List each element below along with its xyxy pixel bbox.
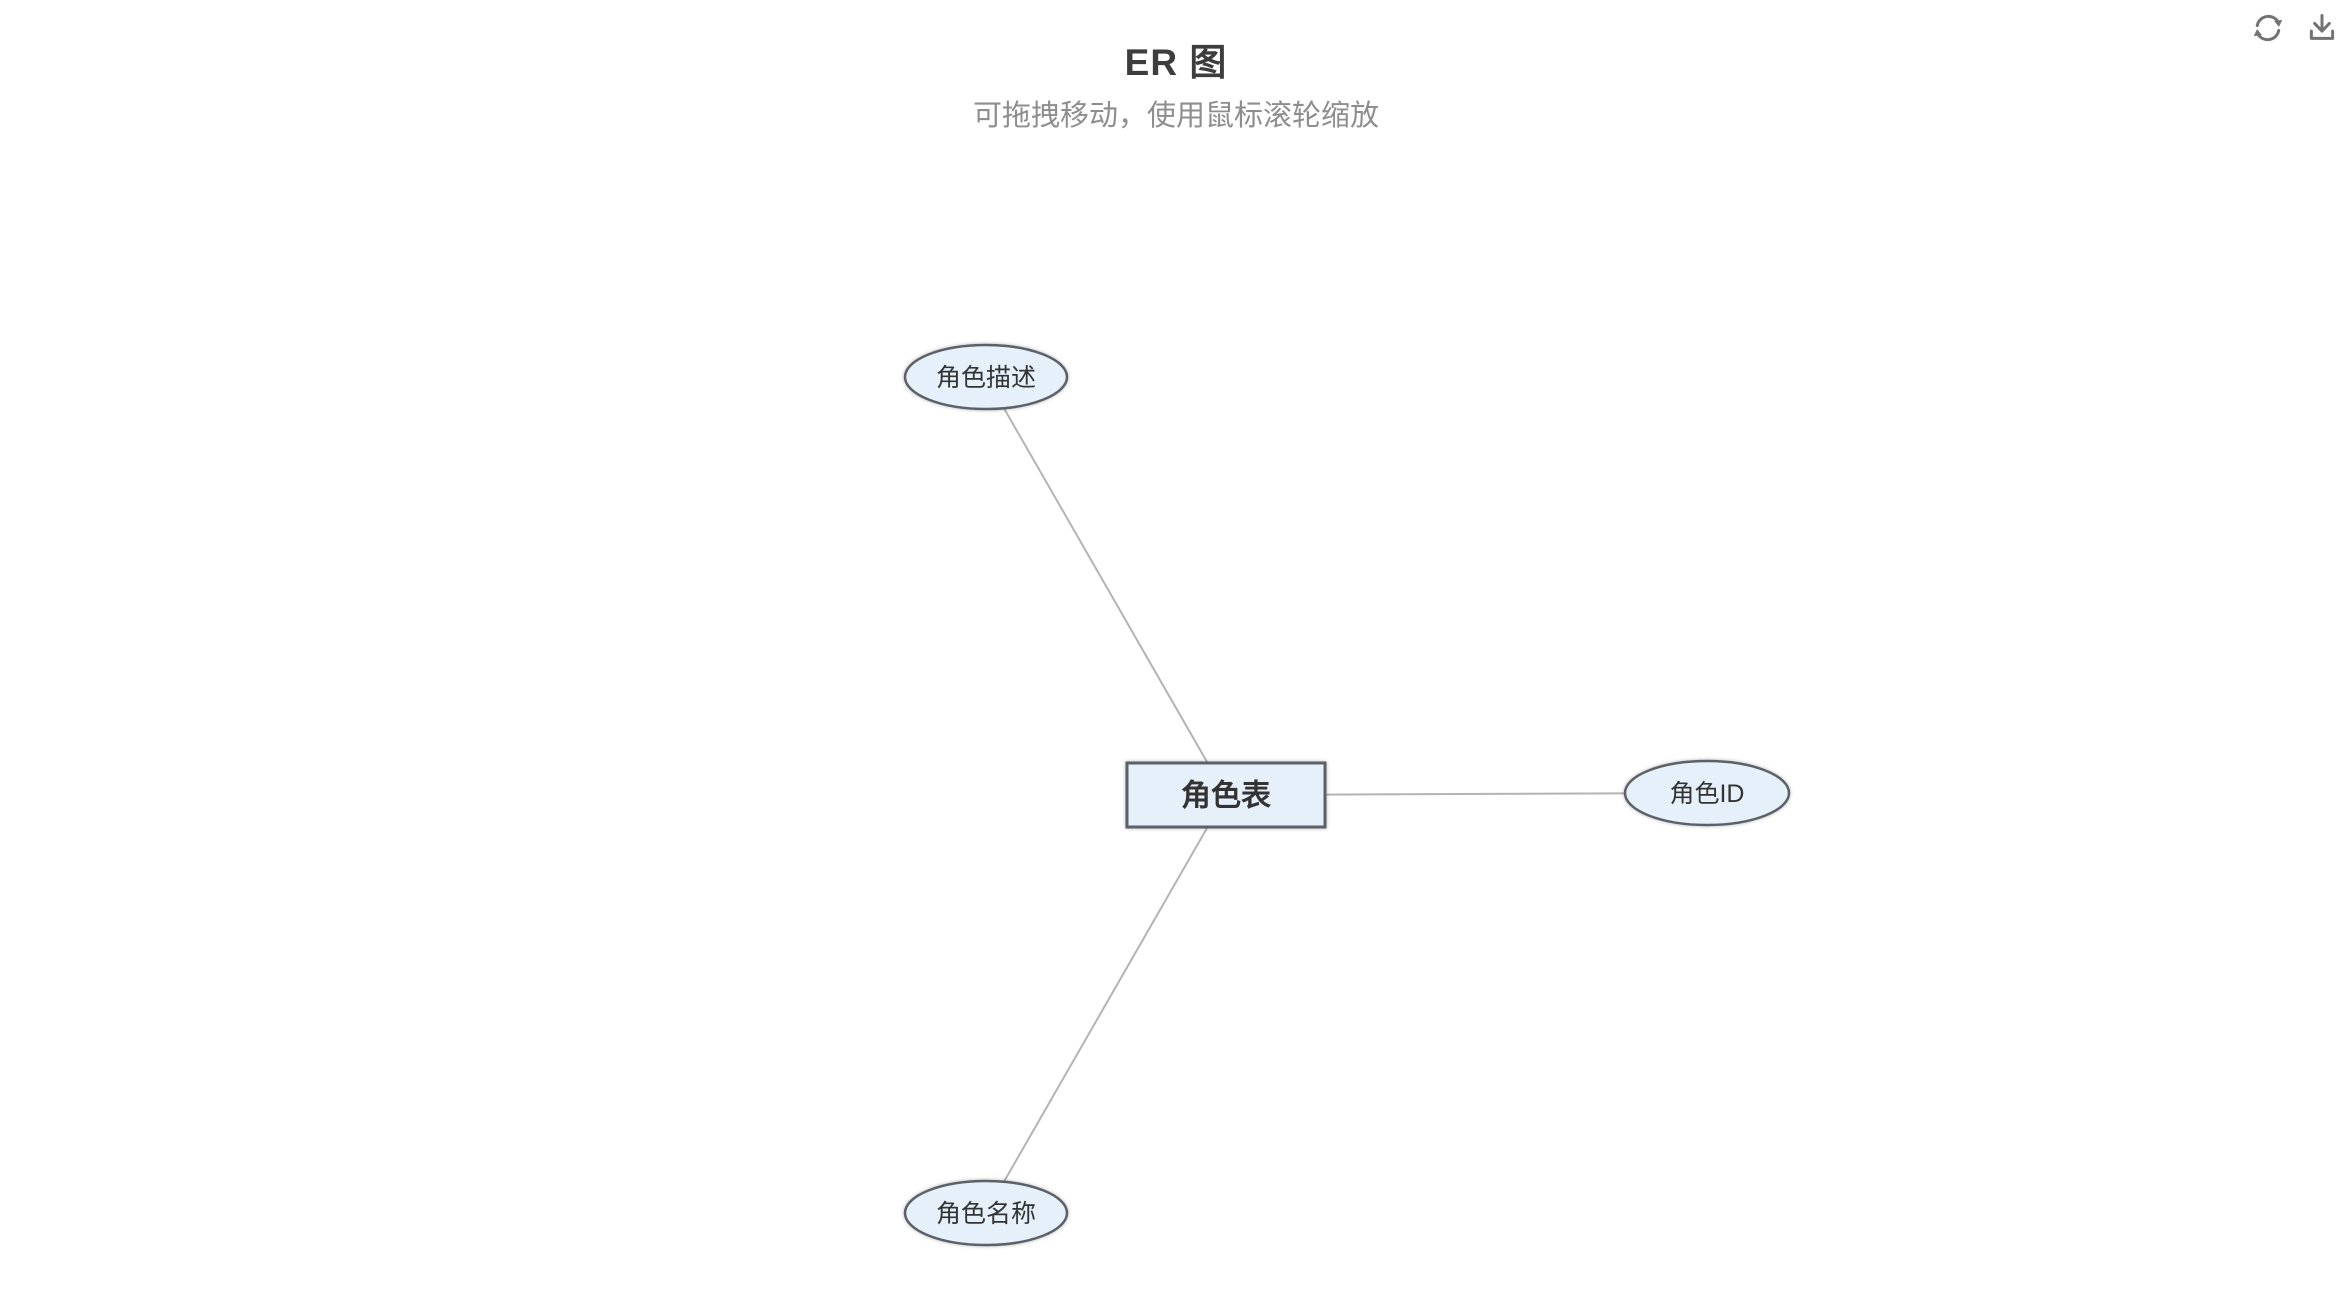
edge-role-desc-role-table: [985, 376, 1227, 796]
edge-layer: [985, 376, 1708, 1214]
refresh-icon: [2253, 14, 2283, 42]
download-icon: [2309, 14, 2335, 40]
attribute-node-role-desc[interactable]: 角色描述: [903, 343, 1069, 411]
attribute-node-role-id[interactable]: 角色ID: [1623, 759, 1791, 827]
node-label: 角色描述: [936, 364, 1036, 392]
attribute-node-role-name[interactable]: 角色名称: [903, 1179, 1069, 1247]
edge-role-name-role-table: [985, 794, 1227, 1214]
toolbar: [2251, 11, 2339, 45]
entity-node-role-table[interactable]: 角色表: [1125, 761, 1327, 829]
node-label: 角色ID: [1669, 780, 1744, 808]
attribute-shape[interactable]: [1623, 759, 1791, 827]
entity-shape[interactable]: [1125, 761, 1327, 829]
attribute-shape[interactable]: [903, 343, 1069, 411]
node-label: 角色名称: [936, 1200, 1036, 1228]
download-button[interactable]: [2305, 11, 2339, 45]
node-label: 角色表: [1181, 780, 1271, 813]
attribute-shape[interactable]: [903, 1179, 1069, 1247]
refresh-button[interactable]: [2251, 11, 2285, 45]
